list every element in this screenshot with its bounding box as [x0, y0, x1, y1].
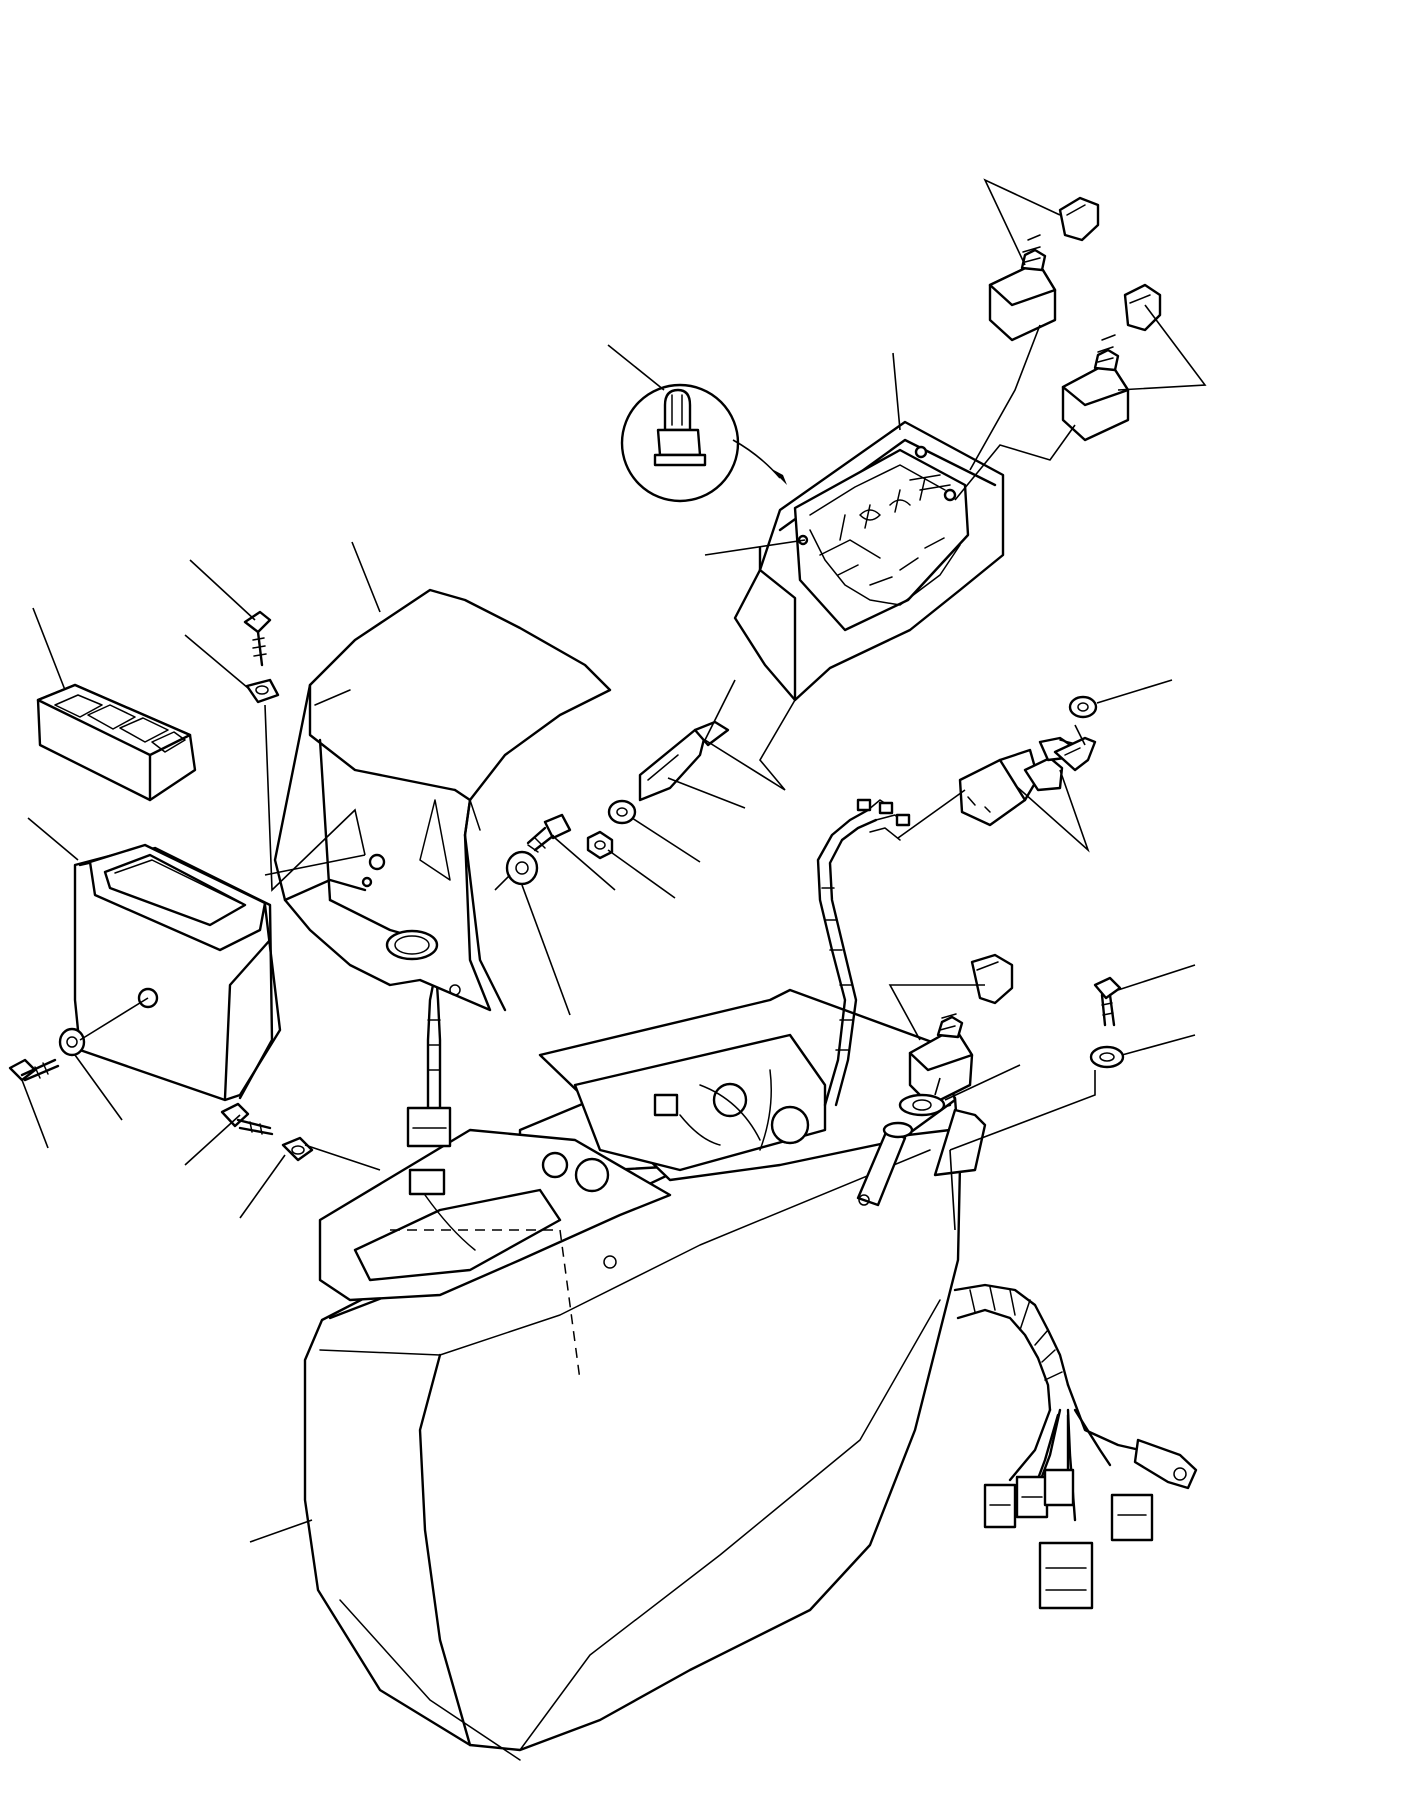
instrument-panel	[733, 420, 1005, 702]
leader-bulb	[607, 344, 665, 391]
ignition-key	[1053, 736, 1097, 772]
console-housing	[303, 988, 987, 1761]
washer-rear-cover	[58, 1027, 86, 1057]
mounting-bracket	[638, 720, 730, 802]
leader-nut-side	[521, 884, 571, 1016]
leader-instrument-panel	[892, 352, 901, 431]
screw-side-cover	[526, 813, 572, 853]
callout-leaders	[21, 178, 1207, 1543]
washer-bracket	[607, 799, 637, 825]
leader-rocker-upper-a	[983, 178, 1061, 266]
washer-console	[281, 1136, 314, 1162]
nut-bracket	[586, 830, 614, 860]
washer-top-cover	[245, 678, 280, 704]
control-lever	[856, 1121, 914, 1207]
leader-ignition-nut	[1096, 679, 1173, 704]
rear-cover	[73, 843, 282, 1102]
nut-side-cover	[505, 850, 539, 886]
leader-washer-console	[239, 1154, 286, 1219]
leader-lamp	[704, 539, 806, 556]
assembly-lines	[79, 324, 1096, 1231]
screw-top-cover	[243, 610, 272, 667]
screw-rear-cover	[8, 1058, 60, 1082]
leader-washer-rear	[74, 1054, 123, 1121]
leader-rocker-lower	[888, 984, 985, 1041]
fasteners	[8, 610, 1125, 1162]
leader-rocker-right-a	[1117, 304, 1207, 391]
ignition-switch	[958, 736, 1086, 827]
leader-screw-rear	[21, 1079, 49, 1149]
screw-right	[1093, 976, 1122, 1027]
leader-washer-bracket	[631, 817, 701, 863]
leader-ignition-switch	[1014, 769, 1090, 853]
switch-panel	[36, 683, 197, 802]
leader-screw-console	[184, 1114, 241, 1166]
rocker-switch-right	[1061, 283, 1162, 442]
wire-harness	[953, 1283, 1198, 1610]
top-cover	[273, 588, 612, 1012]
leader-console-housing	[249, 1519, 313, 1543]
leader-ring-lower	[944, 1064, 1021, 1101]
leader-bracket	[667, 777, 746, 809]
leader-screw-top	[189, 559, 256, 621]
leader-screw-side	[554, 837, 616, 891]
leader-switch-panel	[32, 607, 66, 691]
screw-console	[220, 1102, 274, 1136]
washer-right	[1089, 1045, 1125, 1069]
bulb-detail	[620, 383, 787, 503]
leader-top-cover	[351, 541, 381, 613]
leader-nut-bracket	[607, 849, 676, 899]
rocker-switch-lower	[898, 953, 1014, 1117]
rocker-switch-upper	[988, 196, 1100, 342]
ignition-nut	[1068, 695, 1098, 719]
console-wire-connector	[406, 983, 452, 1148]
ignition-harness	[816, 798, 911, 1107]
leader-rear-cover	[27, 817, 79, 861]
leader-washer-right	[1121, 1034, 1196, 1056]
leader-screw-right	[1117, 964, 1196, 991]
leader-washer-top	[184, 634, 249, 689]
